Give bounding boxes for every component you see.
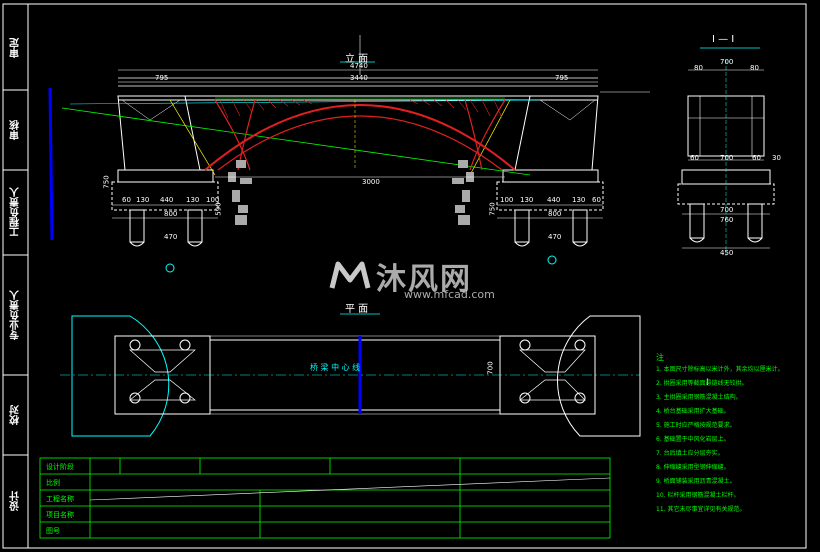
sec-dim-mid-1: 700 bbox=[720, 154, 734, 162]
dim-left-pier-0: 60 bbox=[122, 196, 131, 204]
sec-dim-top-2: 80 bbox=[750, 64, 759, 72]
elevation-view bbox=[61, 35, 650, 273]
watermark-url: www.mfcad.com bbox=[404, 288, 495, 301]
notes-heading: 注 bbox=[656, 353, 664, 362]
plan-height-dim: 700 bbox=[486, 361, 495, 375]
sec-dim-bot-2: 450 bbox=[720, 249, 734, 257]
main-arch bbox=[204, 104, 516, 171]
note-line: 6. 基础置于中风化岩层上。 bbox=[656, 436, 730, 443]
dim-left-pier-2: 440 bbox=[160, 196, 174, 204]
side-label-reviewed: 审核 bbox=[10, 120, 22, 140]
tb-row-label: 比例 bbox=[46, 479, 60, 487]
tb-row-label: 工程名称 bbox=[46, 495, 74, 503]
dim-height-right: 750 bbox=[488, 202, 497, 216]
dim-left-pier-1: 130 bbox=[136, 196, 150, 204]
side-label-project-lead: 工程负责人 bbox=[10, 187, 22, 238]
dim-left-pier-3: 130 bbox=[186, 196, 200, 204]
dim-left-span: 795 bbox=[155, 74, 169, 82]
plan-view bbox=[60, 313, 641, 437]
note-line: 11. 其它未尽事宜详见有关规范。 bbox=[656, 506, 746, 513]
sec-dim-bot-0: 700 bbox=[720, 206, 734, 214]
tb-row-label: 设计阶段 bbox=[46, 463, 74, 471]
dim-height-mid: 590 bbox=[214, 202, 223, 216]
section-title: I — I bbox=[712, 34, 735, 45]
sec-dim-top-1: 80 bbox=[694, 64, 703, 72]
dim-height-left: 750 bbox=[102, 175, 111, 189]
side-label-checked: 校对 bbox=[10, 405, 22, 425]
sec-dim-top-0: 700 bbox=[720, 58, 734, 66]
dim-right-pier-6: 470 bbox=[548, 233, 562, 241]
dim-left-pier-5: 800 bbox=[164, 210, 178, 218]
note-line: 4. 桥台基础采用扩大基础。 bbox=[656, 408, 730, 415]
side-label-designed: 设计 bbox=[10, 491, 22, 511]
dim-overall-top: 4740 bbox=[350, 62, 368, 70]
watermark-logo-icon bbox=[329, 261, 371, 289]
section-view bbox=[677, 47, 775, 256]
dim-left-pier-4: 100 bbox=[206, 196, 220, 204]
note-line: 1. 本图尺寸除标高以米计外，其余均以厘米计。 bbox=[656, 366, 784, 373]
elevation-title: 立 面 bbox=[345, 54, 369, 65]
tb-row-label: 图号 bbox=[46, 527, 60, 535]
plan-title: 平 面 bbox=[345, 304, 369, 315]
dim-right-pier-3: 130 bbox=[572, 196, 586, 204]
plan-centerline-label: 桥 梁 中 心 线 bbox=[310, 363, 361, 372]
sec-dim-mid-3: 30 bbox=[772, 154, 781, 162]
watermark-brand: 沐风网 bbox=[376, 262, 472, 297]
dim-right-pier-5: 800 bbox=[548, 210, 562, 218]
sec-dim-mid-0: 60 bbox=[690, 154, 699, 162]
note-line: 7. 台后填土应分层夯实。 bbox=[656, 450, 724, 457]
title-block bbox=[39, 457, 611, 539]
note-line: 2. 拱圈采用等截面悬链线无铰拱。 bbox=[656, 380, 748, 387]
section-marker: I bbox=[706, 378, 709, 388]
note-line: 9. 桥面铺装采用沥青混凝土。 bbox=[656, 478, 736, 485]
note-line: 10. 栏杆采用钢筋混凝土栏杆。 bbox=[656, 492, 740, 499]
dim-left-pier-6: 470 bbox=[164, 233, 178, 241]
dim-right-span: 795 bbox=[555, 74, 569, 82]
side-label-approved: 审定 bbox=[10, 38, 22, 58]
side-label-discipline-lead: 专业负责人 bbox=[10, 290, 22, 340]
note-line: 3. 主拱圈采用钢筋混凝土结构。 bbox=[656, 394, 742, 401]
dim-right-pier-1: 130 bbox=[520, 196, 534, 204]
dim-right-pier-2: 440 bbox=[547, 196, 561, 204]
dim-right-pier-0: 100 bbox=[500, 196, 514, 204]
sec-dim-mid-2: 60 bbox=[752, 154, 761, 162]
note-line: 8. 伸缩缝采用型钢伸缩缝。 bbox=[656, 464, 730, 471]
sec-dim-bot-1: 760 bbox=[720, 216, 734, 224]
dim-right-pier-4: 60 bbox=[592, 196, 601, 204]
tb-row-label: 项目名称 bbox=[46, 511, 74, 519]
dim-mid-span: 3000 bbox=[362, 178, 380, 186]
dim-overall-second: 3440 bbox=[350, 74, 368, 82]
note-line: 5. 施工时应严格按规范要求。 bbox=[656, 422, 736, 429]
